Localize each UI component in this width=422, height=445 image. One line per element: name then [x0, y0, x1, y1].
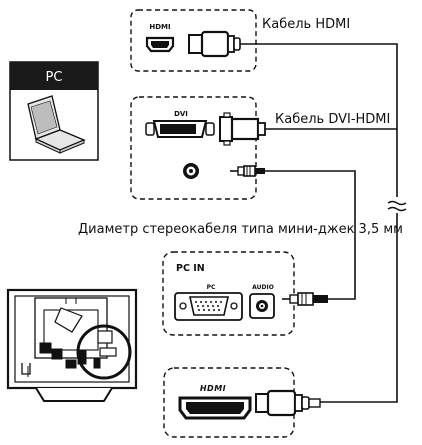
audio-cable-line [265, 170, 356, 300]
dvi-hdmi-cable-label: Кабель DVI-HDMI [275, 112, 390, 127]
audio-in-jack-icon [249, 293, 275, 319]
audio-out-jack-icon [183, 163, 199, 179]
pc-in-title: PC IN [176, 263, 205, 274]
pc-in-pc-label: PC [207, 284, 216, 291]
hdmi-port-top-box [130, 9, 257, 72]
hdmi-logo-bottom: HDMI [200, 384, 226, 393]
pc-panel: PC [9, 61, 99, 161]
dvi-port-group: DVI [130, 96, 266, 200]
hdmi-port-top-group: HDMI [130, 9, 257, 72]
hdmi-port-bottom-group: HDMI [163, 367, 321, 438]
vga-port-icon [174, 292, 243, 321]
hdmi-plug-bottom-icon [255, 389, 321, 417]
hdmi-cable-label: Кабель HDMI [262, 17, 350, 32]
pc-in-group: PC IN PC AUDIO [162, 251, 328, 336]
mini-jack-plug-top-icon [230, 165, 265, 177]
cable-break-mark [387, 197, 407, 213]
hdmi-port-bottom-box [163, 367, 295, 438]
pc-in-box [162, 251, 295, 336]
dvi-port-label: DVI [174, 110, 188, 118]
tv-rear-illustration [6, 288, 138, 402]
hdmi-plug-top-icon [188, 30, 241, 58]
dvi-plug-icon [219, 112, 266, 146]
pc-label: PC [46, 70, 63, 85]
cable-lines [240, 43, 398, 403]
dvi-socket-icon [145, 120, 215, 138]
audio-cable-label: Диаметр стереокабеля типа мини-джек 3,5 … [78, 222, 403, 237]
dvi-port-box [130, 96, 257, 200]
hdmi-cable-line [240, 43, 398, 403]
pc-in-audio-label: AUDIO [252, 284, 274, 291]
laptop-icon [27, 95, 86, 154]
hdmi-port-top-label: HDMI [149, 23, 170, 31]
pc-label-bar [10, 62, 98, 90]
mini-jack-plug-bottom-icon [282, 292, 328, 306]
